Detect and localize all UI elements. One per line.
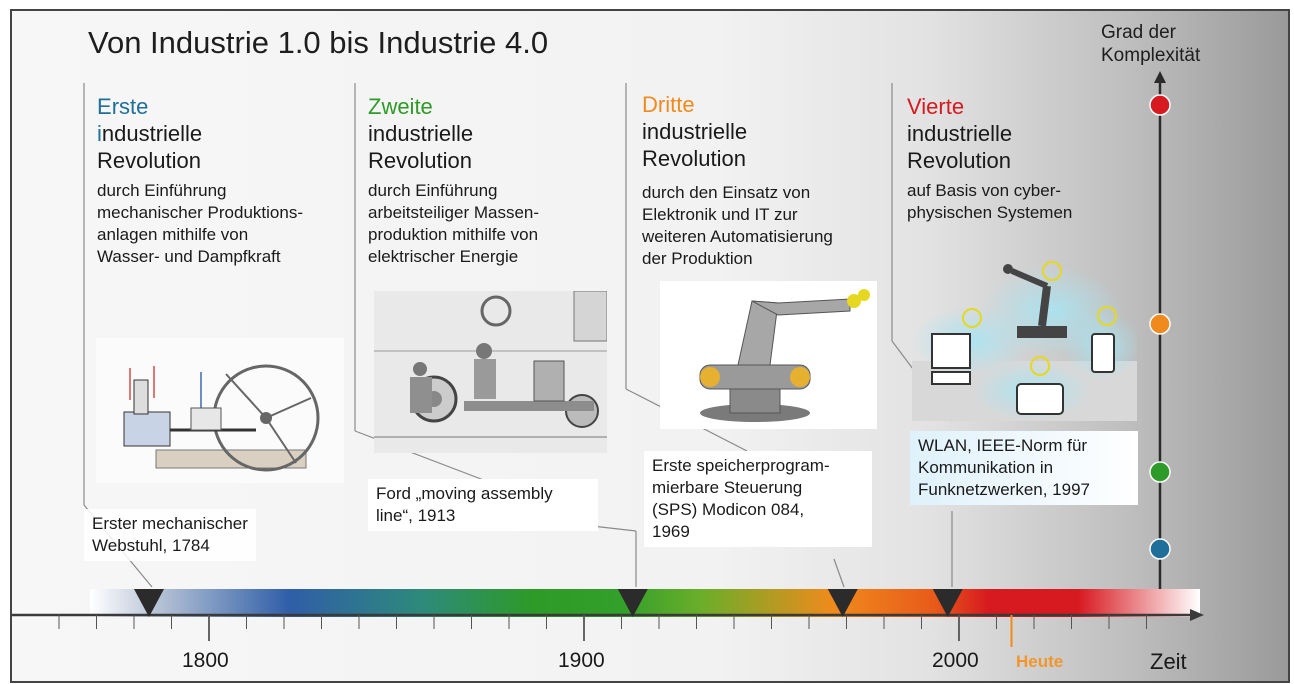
- revolution-1-ordinal-initial: E: [97, 94, 112, 119]
- revolution-1-line2-rest: ndustrielle: [101, 121, 203, 146]
- milestone-marker-1: [134, 589, 164, 617]
- revolution-2: Zweite industrielle Revolution durch Ein…: [368, 93, 539, 268]
- milestone-3-line: Erste speicherprogram-: [652, 456, 830, 475]
- revolution-2-desc-line: elektrischer Energie: [368, 247, 519, 266]
- timeline-ticks: [58, 615, 1147, 641]
- revolution-4-ordinal: Vierte: [907, 94, 965, 119]
- revolution-2-ordinal: Zweite: [368, 94, 433, 119]
- complexity-label-line2: Komplexität: [1101, 45, 1201, 66]
- leader-line-2c: [591, 525, 637, 532]
- revolution-1-line2-initial: i: [97, 121, 102, 146]
- revolution-1-desc-line: mechanischer Produktions-: [97, 203, 303, 222]
- revolution-2-line2: industrielle: [368, 121, 474, 146]
- diagram-lines: [12, 71, 1204, 647]
- revolution-1-title: Erste industrielle Revolution: [97, 93, 303, 174]
- tick-label-1800: 1800: [182, 649, 229, 672]
- heute-label: Heute: [1016, 652, 1064, 671]
- revolution-2-line3: Revolution: [368, 148, 472, 173]
- revolution-3-description: durch den Einsatz von Elektronik und IT …: [642, 182, 833, 270]
- milestone-3-line: mierbare Steuerung: [652, 478, 803, 497]
- complexity-level-2: [1149, 461, 1171, 483]
- milestone-4-line: Kommunikation in: [918, 458, 1054, 477]
- revolution-2-desc-line: produktion mithilfe von: [368, 225, 539, 244]
- revolution-3-desc-line: weiteren Automatisierung: [642, 227, 833, 246]
- revolution-1-ordinal-rest: rste: [111, 94, 149, 119]
- revolution-4-line3: Revolution: [907, 148, 1011, 173]
- complexity-axis-label: Grad der Komplexität: [1101, 21, 1200, 67]
- revolution-1-desc-line: Wasser- und Dampfkraft: [97, 247, 281, 266]
- robot-arm-image: [660, 281, 877, 429]
- milestone-marker-4: [932, 589, 963, 617]
- milestone-marker-3: [827, 589, 858, 617]
- milestone-marker-2: [617, 589, 648, 617]
- milestone-4-callout: WLAN, IEEE-Norm für Kommunikation in Fun…: [910, 431, 1138, 505]
- complexity-label-line1: Grad der: [1101, 22, 1176, 43]
- milestone-2-line: Ford „moving assembly: [376, 484, 553, 503]
- robot-arm-drawing: [699, 289, 870, 422]
- revolution-4-title: Vierte industrielle Revolution: [907, 93, 1072, 174]
- revolution-3-desc-line: Elektronik und IT zur: [642, 205, 798, 224]
- assembly-line-drawing: [374, 291, 607, 453]
- revolution-1-desc-line: durch Einführung: [97, 181, 227, 200]
- revolution-3-desc-line: der Produktion: [642, 249, 753, 268]
- revolution-1-desc-line: anlagen mithilfe von: [97, 225, 249, 244]
- revolution-1: Erste industrielle Revolution durch Einf…: [97, 93, 303, 268]
- steam-engine-drawing: [123, 364, 320, 472]
- revolution-4-line2: industrielle: [907, 121, 1013, 146]
- revolution-2-title: Zweite industrielle Revolution: [368, 93, 539, 174]
- slide-title: Von Industrie 1.0 bis Industrie 4.0: [88, 25, 549, 60]
- milestone-2-callout: Ford „moving assembly line“, 1913: [368, 479, 598, 531]
- revolution-4: Vierte industrielle Revolution auf Basis…: [907, 93, 1072, 224]
- milestone-3-line: (SPS) Modicon 084,: [652, 500, 805, 519]
- cyber-physical-drawing: [912, 261, 1142, 421]
- milestone-1-callout: Erster mechanischer Webstuhl, 1784: [84, 509, 256, 561]
- revolution-2-desc-line: arbeitsteiliger Massen-: [368, 203, 540, 222]
- tick-label-1900: 1900: [558, 649, 605, 672]
- milestone-3-line: 1969: [652, 522, 690, 541]
- milestone-4-line: Funknetzwerken, 1997: [918, 480, 1090, 499]
- revolution-1-line3: Revolution: [97, 148, 201, 173]
- revolution-3-line2: industrielle: [642, 119, 748, 144]
- milestone-1-line: Webstuhl, 1784: [92, 536, 210, 555]
- revolution-3-ordinal: Dritte: [642, 92, 695, 117]
- revolution-2-desc-line: durch Einführung: [368, 181, 498, 200]
- timeline-arrow-icon: [1190, 609, 1204, 621]
- slide-frame: Von Industrie 1.0 bis Industrie 4.0 Grad…: [10, 9, 1290, 683]
- revolution-4-desc-line: physischen Systemen: [907, 203, 1073, 222]
- revolution-3: Dritte industrielle Revolution durch den…: [642, 91, 833, 270]
- revolution-2-description: durch Einführung arbeitsteiliger Massen-…: [368, 180, 539, 268]
- complexity-level-3: [1149, 313, 1171, 335]
- cyber-physical-image: [912, 236, 1142, 426]
- revolution-3-desc-line: durch den Einsatz von: [642, 183, 811, 202]
- milestone-markers: [134, 589, 963, 617]
- revolution-4-description: auf Basis von cyber- physischen Systemen: [907, 180, 1072, 224]
- complexity-level-1: [1149, 538, 1171, 560]
- tick-label-2000: 2000: [932, 649, 979, 672]
- steam-engine-image: [96, 338, 344, 483]
- milestone-2-line: line“, 1913: [376, 506, 456, 525]
- milestone-3-callout: Erste speicherprogram- mierbare Steuerun…: [644, 451, 872, 547]
- revolution-3-line3: Revolution: [642, 146, 746, 171]
- complexity-axis-arrow: [1154, 71, 1166, 83]
- assembly-line-image: [374, 291, 607, 453]
- zeit-label: Zeit: [1150, 649, 1187, 674]
- milestone-1-line: Erster mechanischer: [92, 514, 248, 533]
- revolution-3-title: Dritte industrielle Revolution: [642, 91, 833, 172]
- complexity-level-4: [1149, 94, 1171, 116]
- revolution-4-desc-line: auf Basis von cyber-: [907, 181, 1062, 200]
- leader-line-3c: [833, 558, 845, 588]
- revolution-1-description: durch Einführung mechanischer Produktion…: [97, 180, 303, 268]
- milestone-4-line: WLAN, IEEE-Norm für: [918, 436, 1088, 455]
